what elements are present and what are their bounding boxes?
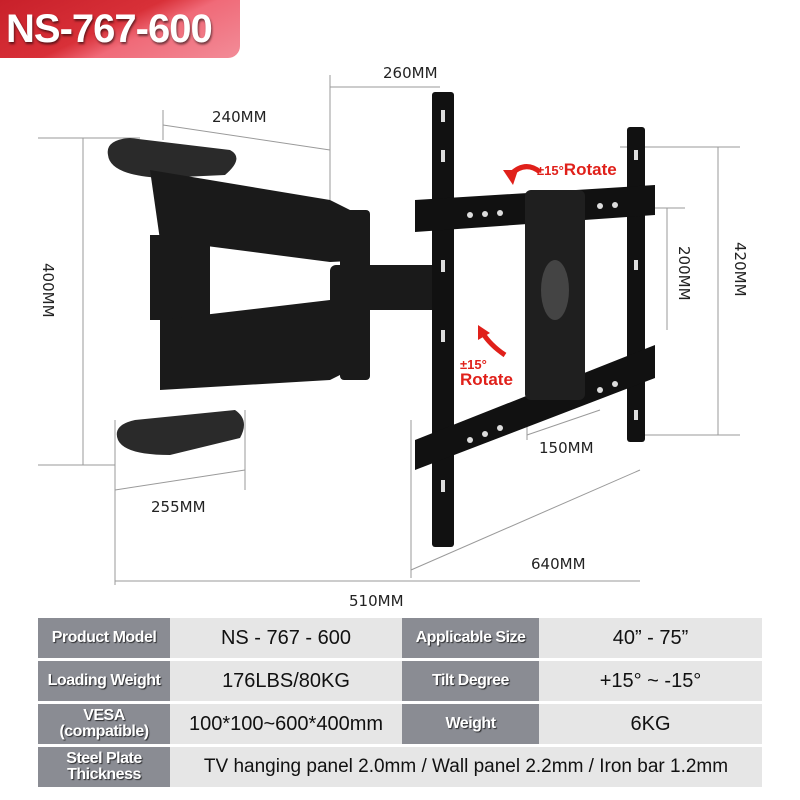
spec-row: Loading Weight 176LBS/80KG Tilt Degree +… [38,661,762,701]
tv-bracket [415,92,655,547]
spec-label-line: VESA [83,707,125,724]
product-drawing: 260MM 240MM 400MM 255MM 510MM 640MM 150M… [0,58,800,618]
rotate-degree-top: ±15° [537,163,564,178]
spec-value: 40” - 75” [539,618,762,658]
spec-row: Product Model NS - 767 - 600 Applicable … [38,618,762,658]
dim-240: 240MM [212,108,267,126]
spec-label: Steel Plate Thickness [38,747,170,787]
tv-mount-illustration [38,75,740,585]
spec-value: NS - 767 - 600 [170,618,402,658]
dim-400: 400MM [39,263,57,318]
dim-255: 255MM [151,498,206,516]
rotate-degree-bottom: ±15° [460,357,487,372]
dim-260: 260MM [383,64,438,82]
spec-label: Loading Weight [38,661,170,701]
spec-value: 6KG [539,704,762,744]
dim-150: 150MM [539,439,594,457]
rotate-text-top: Rotate [563,160,617,179]
spec-label: Tilt Degree [402,661,539,701]
spec-label: Product Model [38,618,170,658]
dimension-lines [38,75,740,585]
dim-200: 200MM [675,246,693,301]
model-badge-text: NS-767-600 [6,6,213,51]
spec-label: VESA (compatible) [38,704,170,744]
spec-label-line: Steel Plate [66,750,142,767]
spec-value: 100*100~600*400mm [170,704,402,744]
rotate-text-bottom: Rotate [460,370,513,389]
bracket-holes [441,110,638,492]
spec-value: +15° ~ -15° [539,661,762,701]
spec-label: Applicable Size [402,618,539,658]
spec-value: 176LBS/80KG [170,661,402,701]
spec-label: Weight [402,704,539,744]
model-badge: NS-767-600 [0,0,240,58]
spec-label-line: (compatible) [59,723,149,740]
arm-assembly [107,138,450,455]
dim-420: 420MM [731,242,749,297]
rotate-label-bottom: ±15° Rotate [460,358,513,388]
spec-row: VESA (compatible) 100*100~600*400mm Weig… [38,704,762,744]
dim-640: 640MM [531,555,586,573]
spec-row: Steel Plate Thickness TV hanging panel 2… [38,747,762,787]
dim-510: 510MM [349,592,404,610]
rotate-label-top: ±15°Rotate [537,161,617,179]
spec-label-line: Thickness [67,766,141,783]
spec-table: Product Model NS - 767 - 600 Applicable … [38,618,762,790]
spec-value: TV hanging panel 2.0mm / Wall panel 2.2m… [170,747,762,787]
